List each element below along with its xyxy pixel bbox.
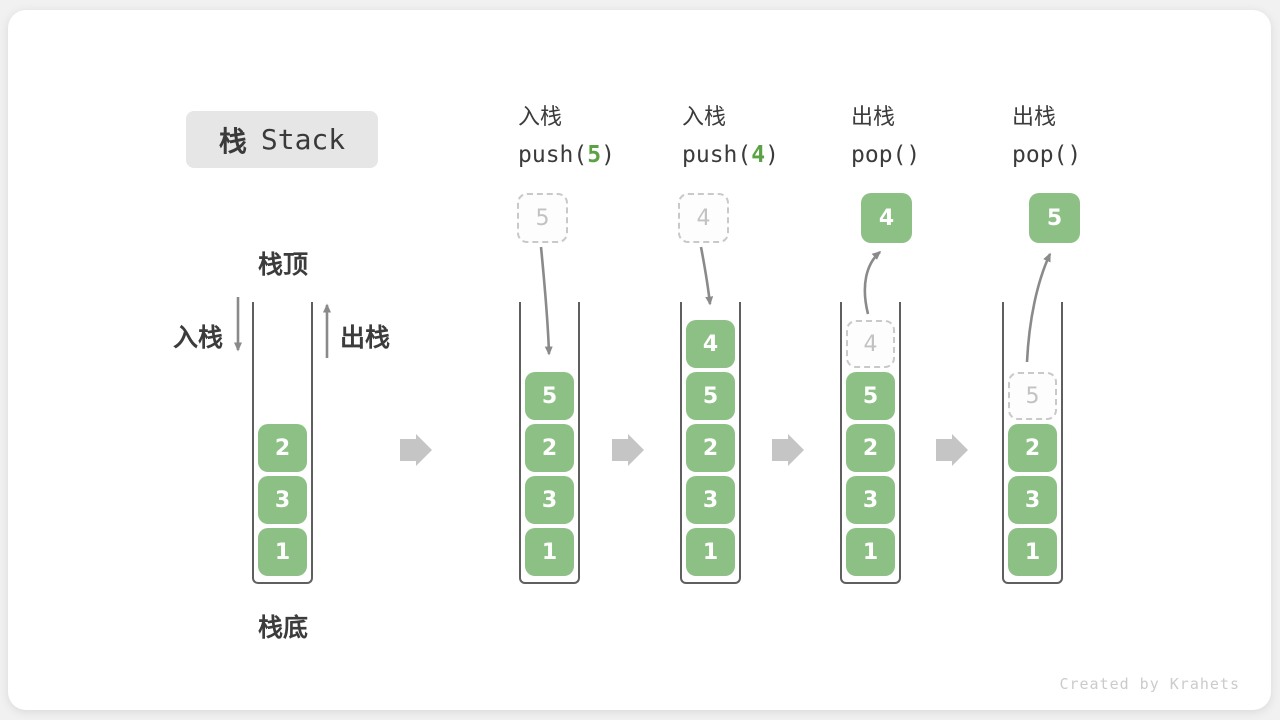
stack-item: 4 <box>686 320 735 368</box>
operation-code: push(5) <box>518 140 615 170</box>
stack-item: 1 <box>258 528 307 576</box>
stack-container <box>1002 302 1063 584</box>
operation-code: push(4) <box>682 140 779 170</box>
stack-item: 1 <box>1008 528 1057 576</box>
stack-item: 3 <box>525 476 574 524</box>
stack-item: 3 <box>1008 476 1057 524</box>
code-pre: pop( <box>1012 142 1068 168</box>
operation-label: 出栈 pop() <box>851 103 920 170</box>
stack-item: 1 <box>686 528 735 576</box>
stack-item: 5 <box>846 372 895 420</box>
operation-label: 出栈 pop() <box>1012 103 1081 170</box>
diagram-title: 栈 Stack <box>186 111 378 168</box>
label-stack-top: 栈顶 <box>258 250 309 279</box>
label-stack-bottom: 栈底 <box>258 613 309 642</box>
stack-container <box>680 302 741 584</box>
popped-element-box: 5 <box>1029 193 1080 243</box>
ghost-stack-item: 5 <box>1008 372 1057 420</box>
stack-item: 5 <box>525 372 574 420</box>
incoming-element-box: 5 <box>517 193 568 243</box>
stack-item: 3 <box>258 476 307 524</box>
operation-label: 入栈 push(4) <box>682 103 779 170</box>
operation-name: 出栈 <box>1012 105 1057 130</box>
stack-container <box>252 302 313 584</box>
operation-code: pop() <box>1012 140 1081 170</box>
incoming-element-box: 4 <box>678 193 729 243</box>
code-pre: push( <box>682 142 752 168</box>
stack-item: 1 <box>525 528 574 576</box>
stack-container <box>840 302 901 584</box>
title-zh: 栈 <box>218 124 247 158</box>
code-post: ) <box>601 142 615 168</box>
stack-item: 1 <box>846 528 895 576</box>
operation-name: 出栈 <box>851 105 896 130</box>
popped-element-box: 4 <box>861 193 912 243</box>
watermark: Created by Krahets <box>1059 675 1240 693</box>
label-push-side: 入栈 <box>173 323 224 352</box>
code-pre: push( <box>518 142 588 168</box>
code-post: ) <box>1067 142 1082 168</box>
operation-name: 入栈 <box>682 105 727 130</box>
code-post: ) <box>765 142 779 168</box>
stack-item: 2 <box>525 424 574 472</box>
stack-container <box>519 302 580 584</box>
stack-item: 2 <box>686 424 735 472</box>
code-pre: pop( <box>851 142 907 168</box>
stack-item: 2 <box>1008 424 1057 472</box>
label-pop-side: 出栈 <box>340 323 391 352</box>
operation-code: pop() <box>851 140 920 170</box>
stack-item: 2 <box>846 424 895 472</box>
code-arg: 5 <box>587 142 602 168</box>
title-en: Stack <box>260 123 346 156</box>
operation-label: 入栈 push(5) <box>518 103 615 170</box>
code-post: ) <box>906 142 921 168</box>
code-arg: 4 <box>751 142 766 168</box>
stack-item: 3 <box>686 476 735 524</box>
operation-name: 入栈 <box>518 105 563 130</box>
stack-item: 5 <box>686 372 735 420</box>
stack-item: 2 <box>258 424 307 472</box>
ghost-stack-item: 4 <box>846 320 895 368</box>
stack-item: 3 <box>846 476 895 524</box>
